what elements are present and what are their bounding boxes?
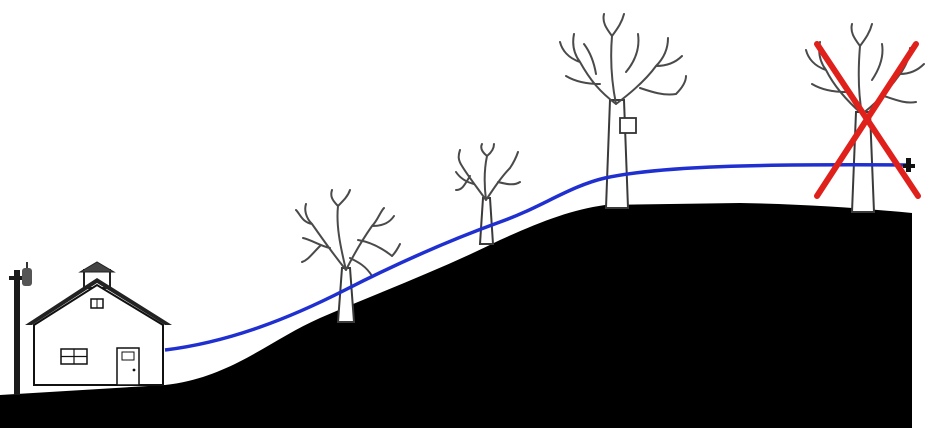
pipe-end-cap xyxy=(903,158,915,172)
house-window xyxy=(61,349,87,364)
utility-pole xyxy=(9,262,32,395)
tree-stand-box xyxy=(620,118,636,133)
tree xyxy=(560,14,686,208)
tree xyxy=(456,144,520,244)
house-door xyxy=(117,348,139,385)
house xyxy=(25,262,172,385)
